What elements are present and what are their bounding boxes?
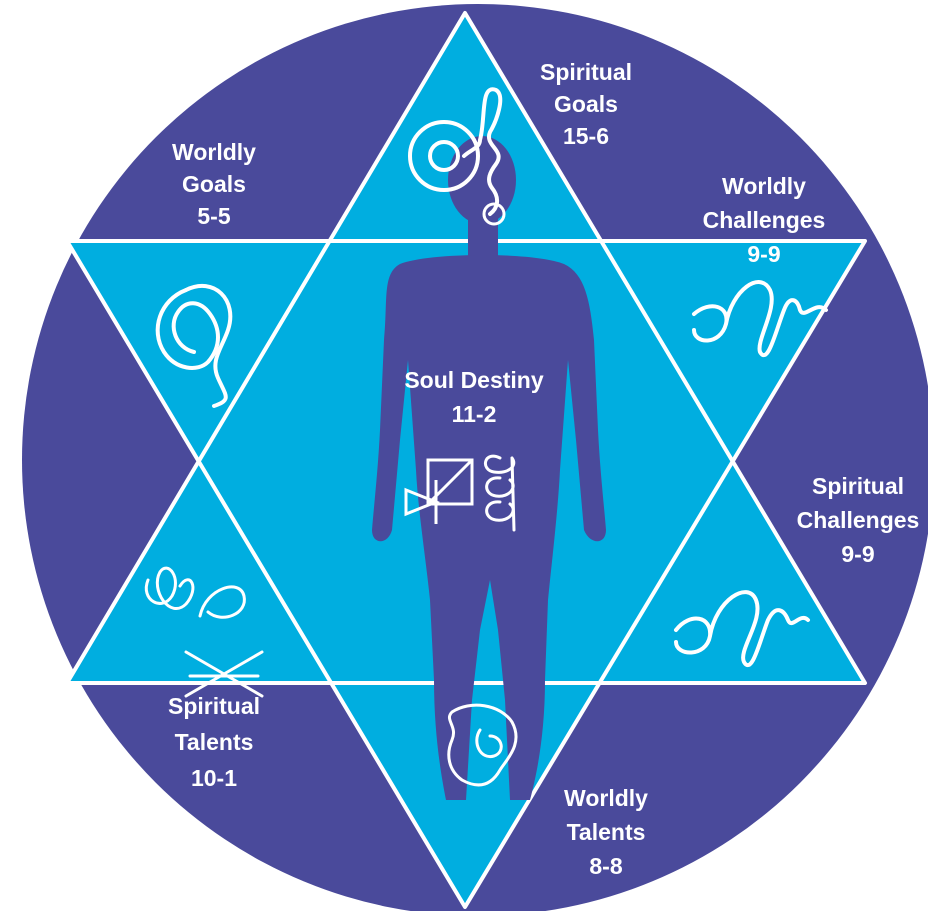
spiritual-talents-line1: Spiritual xyxy=(168,693,260,719)
worldly-challenges-line1: Worldly xyxy=(722,173,806,199)
spiritual-challenges-line2: Challenges xyxy=(797,507,920,533)
spiritual-challenges-line1: Spiritual xyxy=(812,473,904,499)
spiritual-goals-line2: Goals xyxy=(554,91,618,117)
soul-destiny-value: 11-2 xyxy=(452,401,497,427)
spiritual-goals-line1: Spiritual xyxy=(540,59,632,85)
worldly-talents-line2: Talents xyxy=(567,819,646,845)
spiritual-challenges-value: 9-9 xyxy=(841,541,874,567)
worldly-goals-value: 5-5 xyxy=(197,203,230,229)
worldly-talents-value: 8-8 xyxy=(589,853,622,879)
worldly-talents-line1: Worldly xyxy=(564,785,648,811)
soul-destiny-title: Soul Destiny xyxy=(404,367,544,393)
worldly-goals-line2: Goals xyxy=(182,171,246,197)
spiritual-talents-line2: Talents xyxy=(175,729,254,755)
spiritual-talents-value: 10-1 xyxy=(191,765,237,791)
worldly-goals-line1: Worldly xyxy=(172,139,256,165)
spiritual-goals-value: 15-6 xyxy=(563,123,609,149)
worldly-challenges-value: 9-9 xyxy=(747,241,780,267)
worldly-challenges-line2: Challenges xyxy=(703,207,826,233)
